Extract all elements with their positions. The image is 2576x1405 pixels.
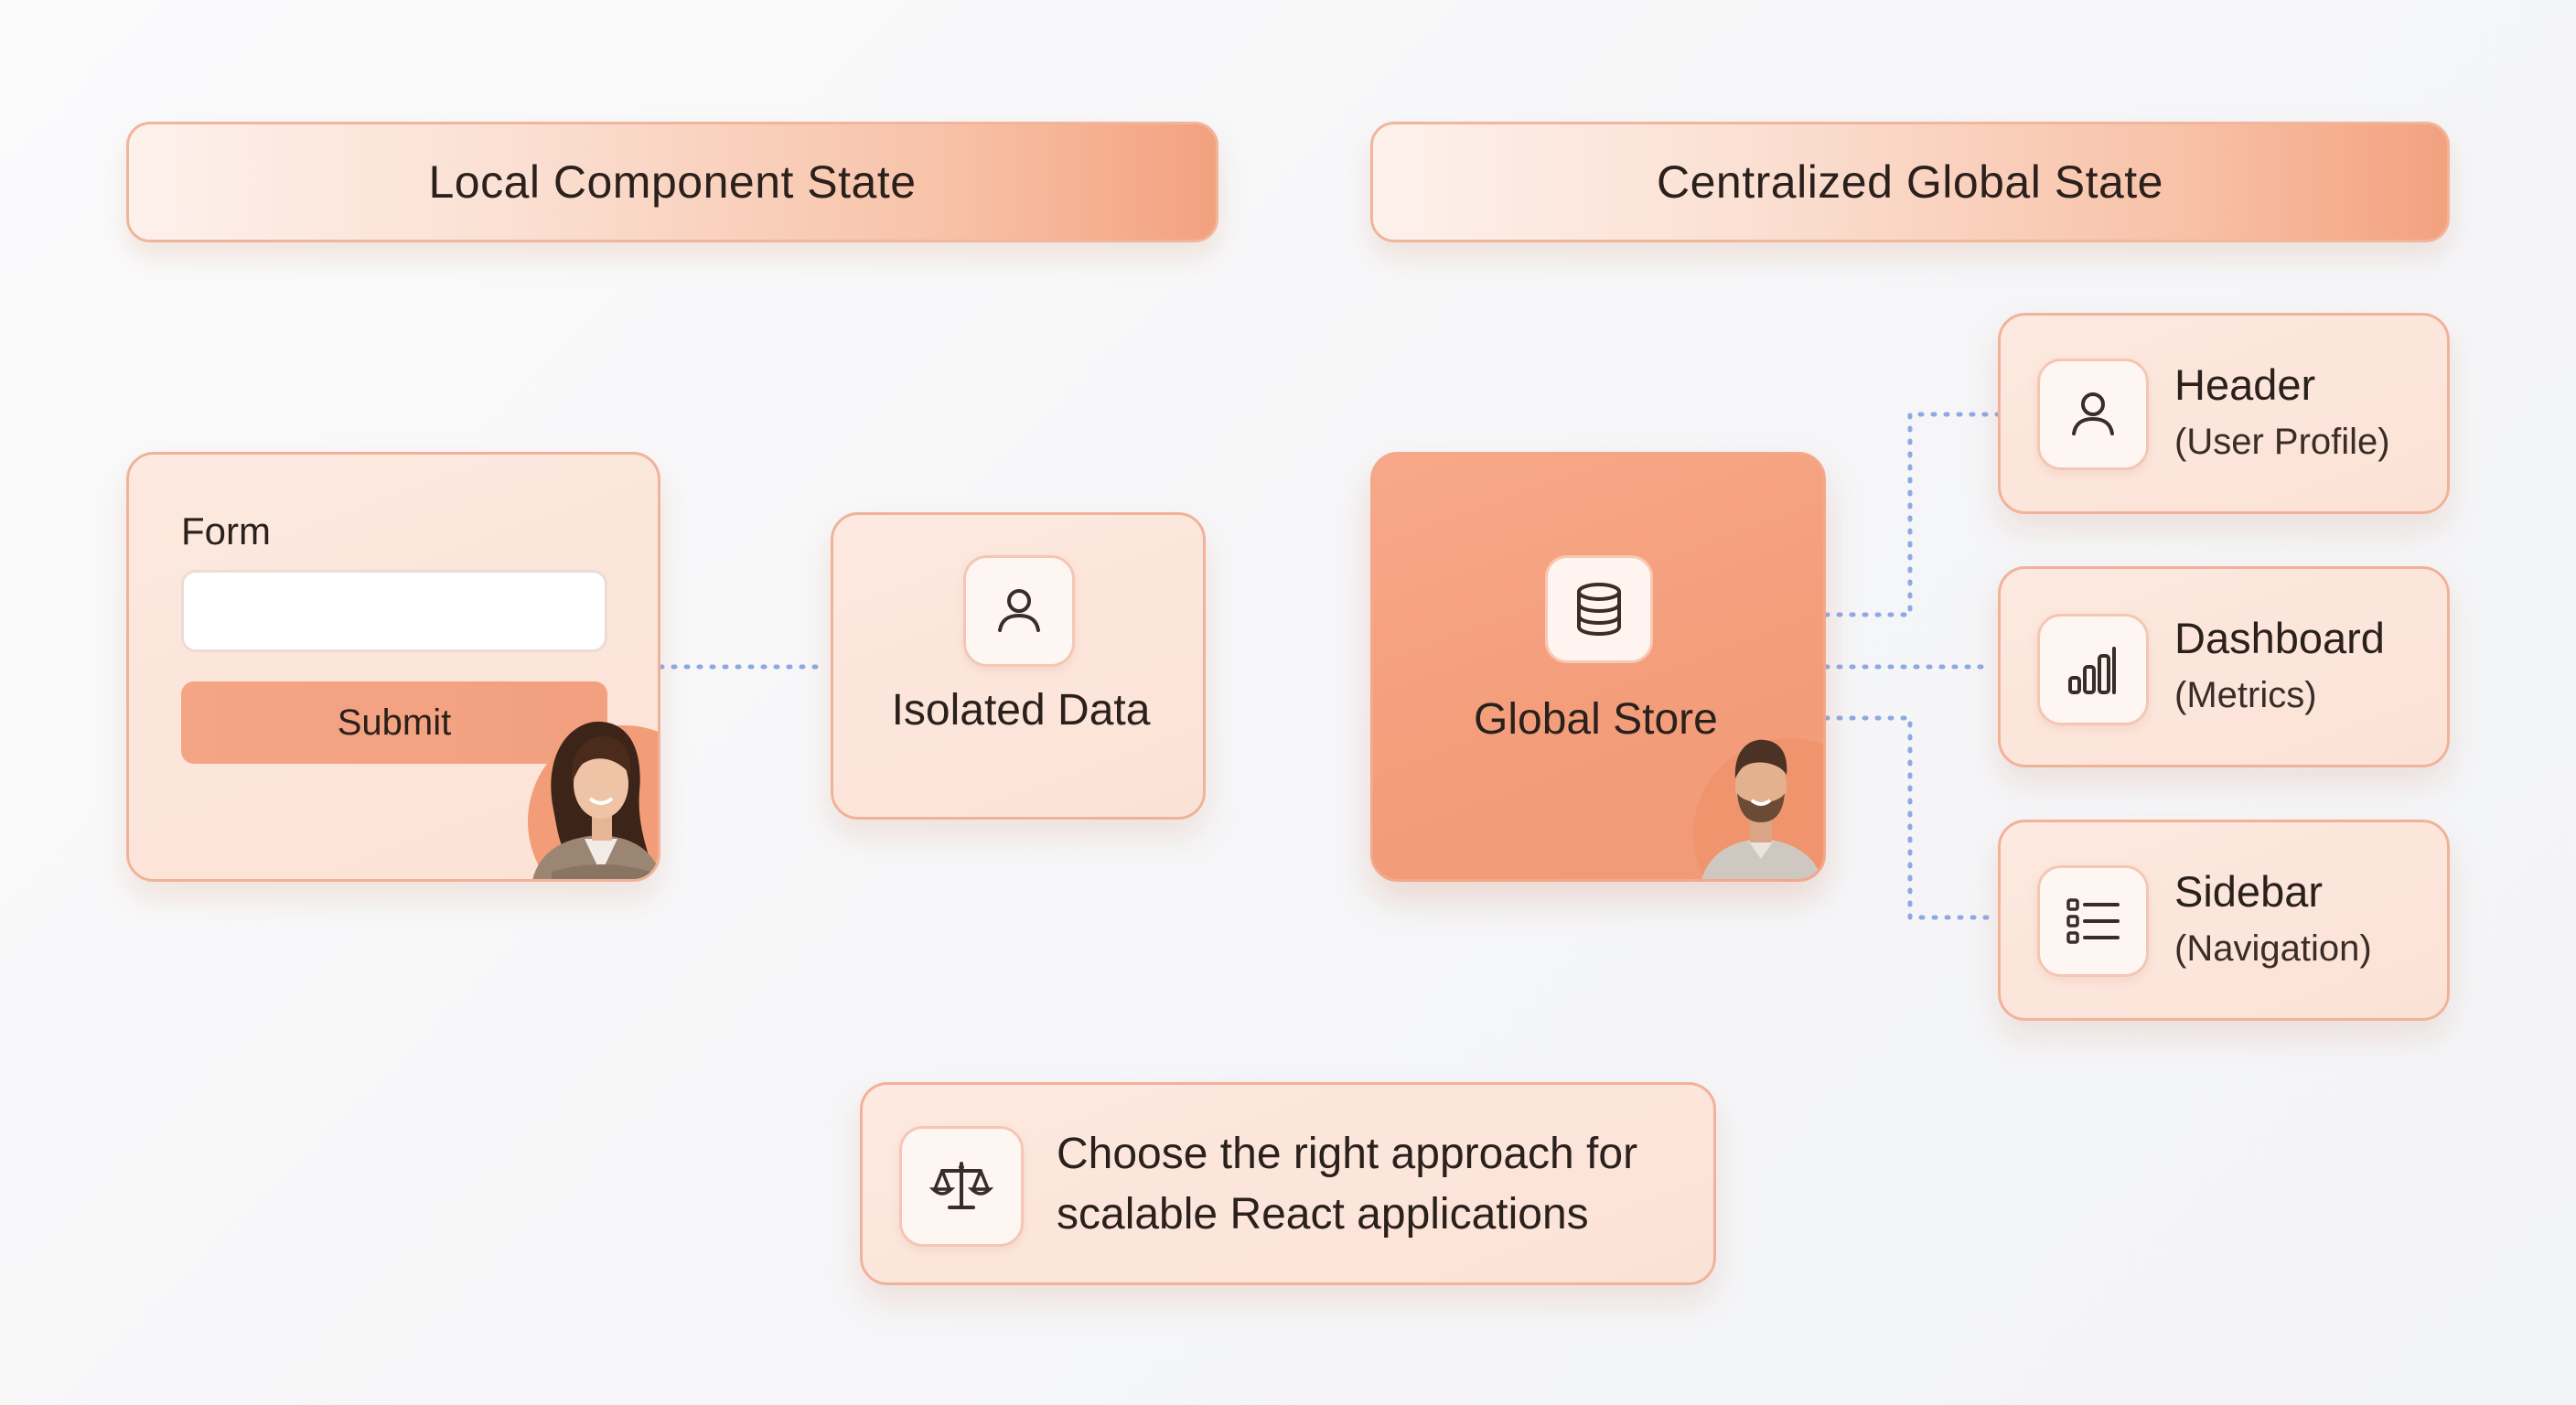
sidebar-consumer-title: Sidebar: [2174, 867, 2323, 916]
connector-store-to-sidebar: [1823, 715, 2001, 920]
isolated-data-label: Isolated Data: [891, 686, 1151, 735]
footer-icon-tile: [899, 1126, 1024, 1247]
user-icon: [2072, 392, 2114, 435]
submit-button-label: Submit: [337, 702, 452, 743]
footer-note-card: Choose the right approach for scalable R…: [860, 1082, 1716, 1285]
submit-button[interactable]: Submit: [181, 681, 607, 764]
local-state-title: Local Component State: [428, 156, 917, 208]
footer-line-1: Choose the right approach for: [1057, 1130, 1638, 1178]
bar-chart-icon: [2068, 647, 2116, 694]
connector-store-to-header: [1823, 412, 2001, 617]
dashboard-consumer-subtitle: (Metrics): [2174, 675, 2317, 715]
dashboard-consumer-title: Dashboard: [2174, 614, 2385, 662]
global-state-header: Centralized Global State: [1370, 122, 2450, 242]
database-icon: [1577, 583, 1621, 637]
form-card: Form Submit: [126, 452, 660, 882]
sidebar-consumer-icon-tile: [2037, 865, 2149, 977]
header-consumer-subtitle: (User Profile): [2174, 422, 2390, 462]
user-icon: [998, 589, 1040, 632]
local-state-header: Local Component State: [126, 122, 1218, 242]
isolated-data-icon-tile: [963, 555, 1075, 667]
header-consumer-icon-tile: [2037, 359, 2149, 470]
man-avatar: [1684, 702, 1823, 879]
scales-icon: [929, 1162, 993, 1209]
sidebar-consumer-subtitle: (Navigation): [2174, 928, 2372, 969]
header-consumer-title: Header: [2174, 360, 2316, 409]
dashboard-consumer-card: Dashboard (Metrics): [1998, 566, 2450, 767]
global-store-label: Global Store: [1474, 695, 1718, 744]
global-store-card: Global Store: [1370, 452, 1826, 882]
global-store-icon-tile: [1545, 555, 1653, 663]
global-state-title: Centralized Global State: [1657, 156, 2163, 208]
header-consumer-card: Header (User Profile): [1998, 313, 2450, 514]
sidebar-consumer-card: Sidebar (Navigation): [1998, 820, 2450, 1021]
woman-avatar: [506, 700, 658, 879]
list-icon: [2066, 898, 2120, 944]
footer-line-2: scalable React applications: [1057, 1190, 1589, 1239]
form-input-field[interactable]: [181, 570, 607, 652]
isolated-data-card: Isolated Data: [831, 512, 1206, 820]
form-label: Form: [181, 509, 271, 552]
dashboard-consumer-icon-tile: [2037, 614, 2149, 725]
